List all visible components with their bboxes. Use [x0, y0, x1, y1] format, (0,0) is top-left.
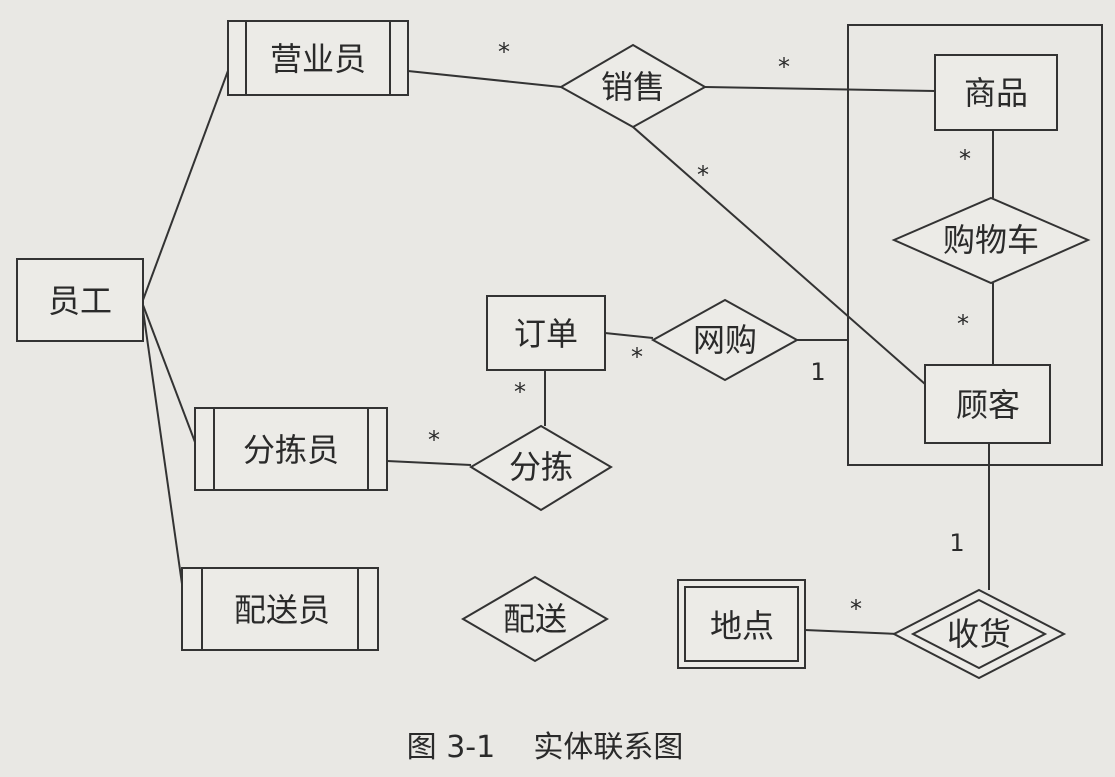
cardinality-labels: * * * * * * 1 * * 1 * [428, 38, 971, 623]
relationship-sorting[interactable]: 分拣 [469, 424, 613, 512]
relationship-shopping-cart[interactable]: 购物车 [891, 196, 1091, 285]
line-sorter-sorting [386, 460, 472, 466]
cardinality-location-receiving: * [850, 595, 862, 623]
figure-caption: 图 3-1 实体联系图 [407, 730, 684, 765]
entity-order[interactable]: 订单 [486, 295, 606, 371]
cardinality-sale-salesperson: * [498, 38, 510, 66]
relationship-sale[interactable]: 销售 [558, 43, 708, 129]
relationship-receiving-label: 收货 [947, 615, 1011, 653]
relationship-online-purchase[interactable]: 网购 [650, 298, 800, 382]
relationship-online-purchase-label: 网购 [693, 321, 757, 359]
line-location-receiving [804, 629, 900, 635]
entity-customer[interactable]: 顾客 [924, 364, 1051, 444]
line-employee-salesperson [142, 59, 233, 301]
entity-order-label: 订单 [514, 315, 578, 353]
cardinality-customer-receiving: 1 [949, 529, 964, 557]
entity-courier[interactable]: 配送员 [181, 567, 379, 651]
cardinality-order-sorting: * [514, 378, 526, 406]
entity-salesperson-label: 营业员 [270, 40, 366, 78]
entity-customer-label: 顾客 [956, 386, 1020, 424]
entity-location[interactable]: 地点 [677, 579, 806, 669]
entity-employee[interactable]: 员工 [16, 258, 144, 342]
relationship-delivery-label: 配送 [503, 600, 567, 638]
relationship-delivery[interactable]: 配送 [461, 575, 609, 663]
aggregation-frame [847, 24, 1103, 466]
line-employee-courier [142, 309, 186, 606]
relationship-receiving[interactable]: 收货 [891, 588, 1067, 680]
line-salesperson-sale [407, 70, 562, 88]
cardinality-sorter-sorting: * [428, 426, 440, 454]
entity-sorter-label: 分拣员 [243, 431, 339, 469]
cardinality-online-customer: 1 [810, 358, 825, 386]
cardinality-cart-customer: * [957, 310, 969, 338]
relationship-sale-label: 销售 [601, 68, 665, 106]
relationship-sorting-label: 分拣 [509, 448, 573, 486]
cardinality-sale-customer: * [697, 161, 709, 189]
entity-location-label: 地点 [710, 607, 774, 645]
line-sale-product [704, 86, 936, 92]
entity-product-label: 商品 [964, 74, 1028, 112]
entity-product[interactable]: 商品 [934, 54, 1058, 131]
entity-sorter[interactable]: 分拣员 [194, 407, 388, 491]
cardinality-sale-product: * [778, 53, 790, 81]
entity-salesperson[interactable]: 营业员 [227, 20, 409, 96]
cardinality-cart-product: * [959, 145, 971, 173]
line-sale-customer [632, 126, 926, 385]
line-order-online [604, 332, 654, 339]
cardinality-order-online: * [631, 343, 643, 371]
entity-employee-label: 员工 [48, 282, 112, 320]
relationship-shopping-cart-label: 购物车 [943, 221, 1039, 259]
entity-courier-label: 配送员 [234, 591, 330, 629]
line-employee-sorter [142, 304, 199, 451]
connector-lines [142, 59, 994, 635]
